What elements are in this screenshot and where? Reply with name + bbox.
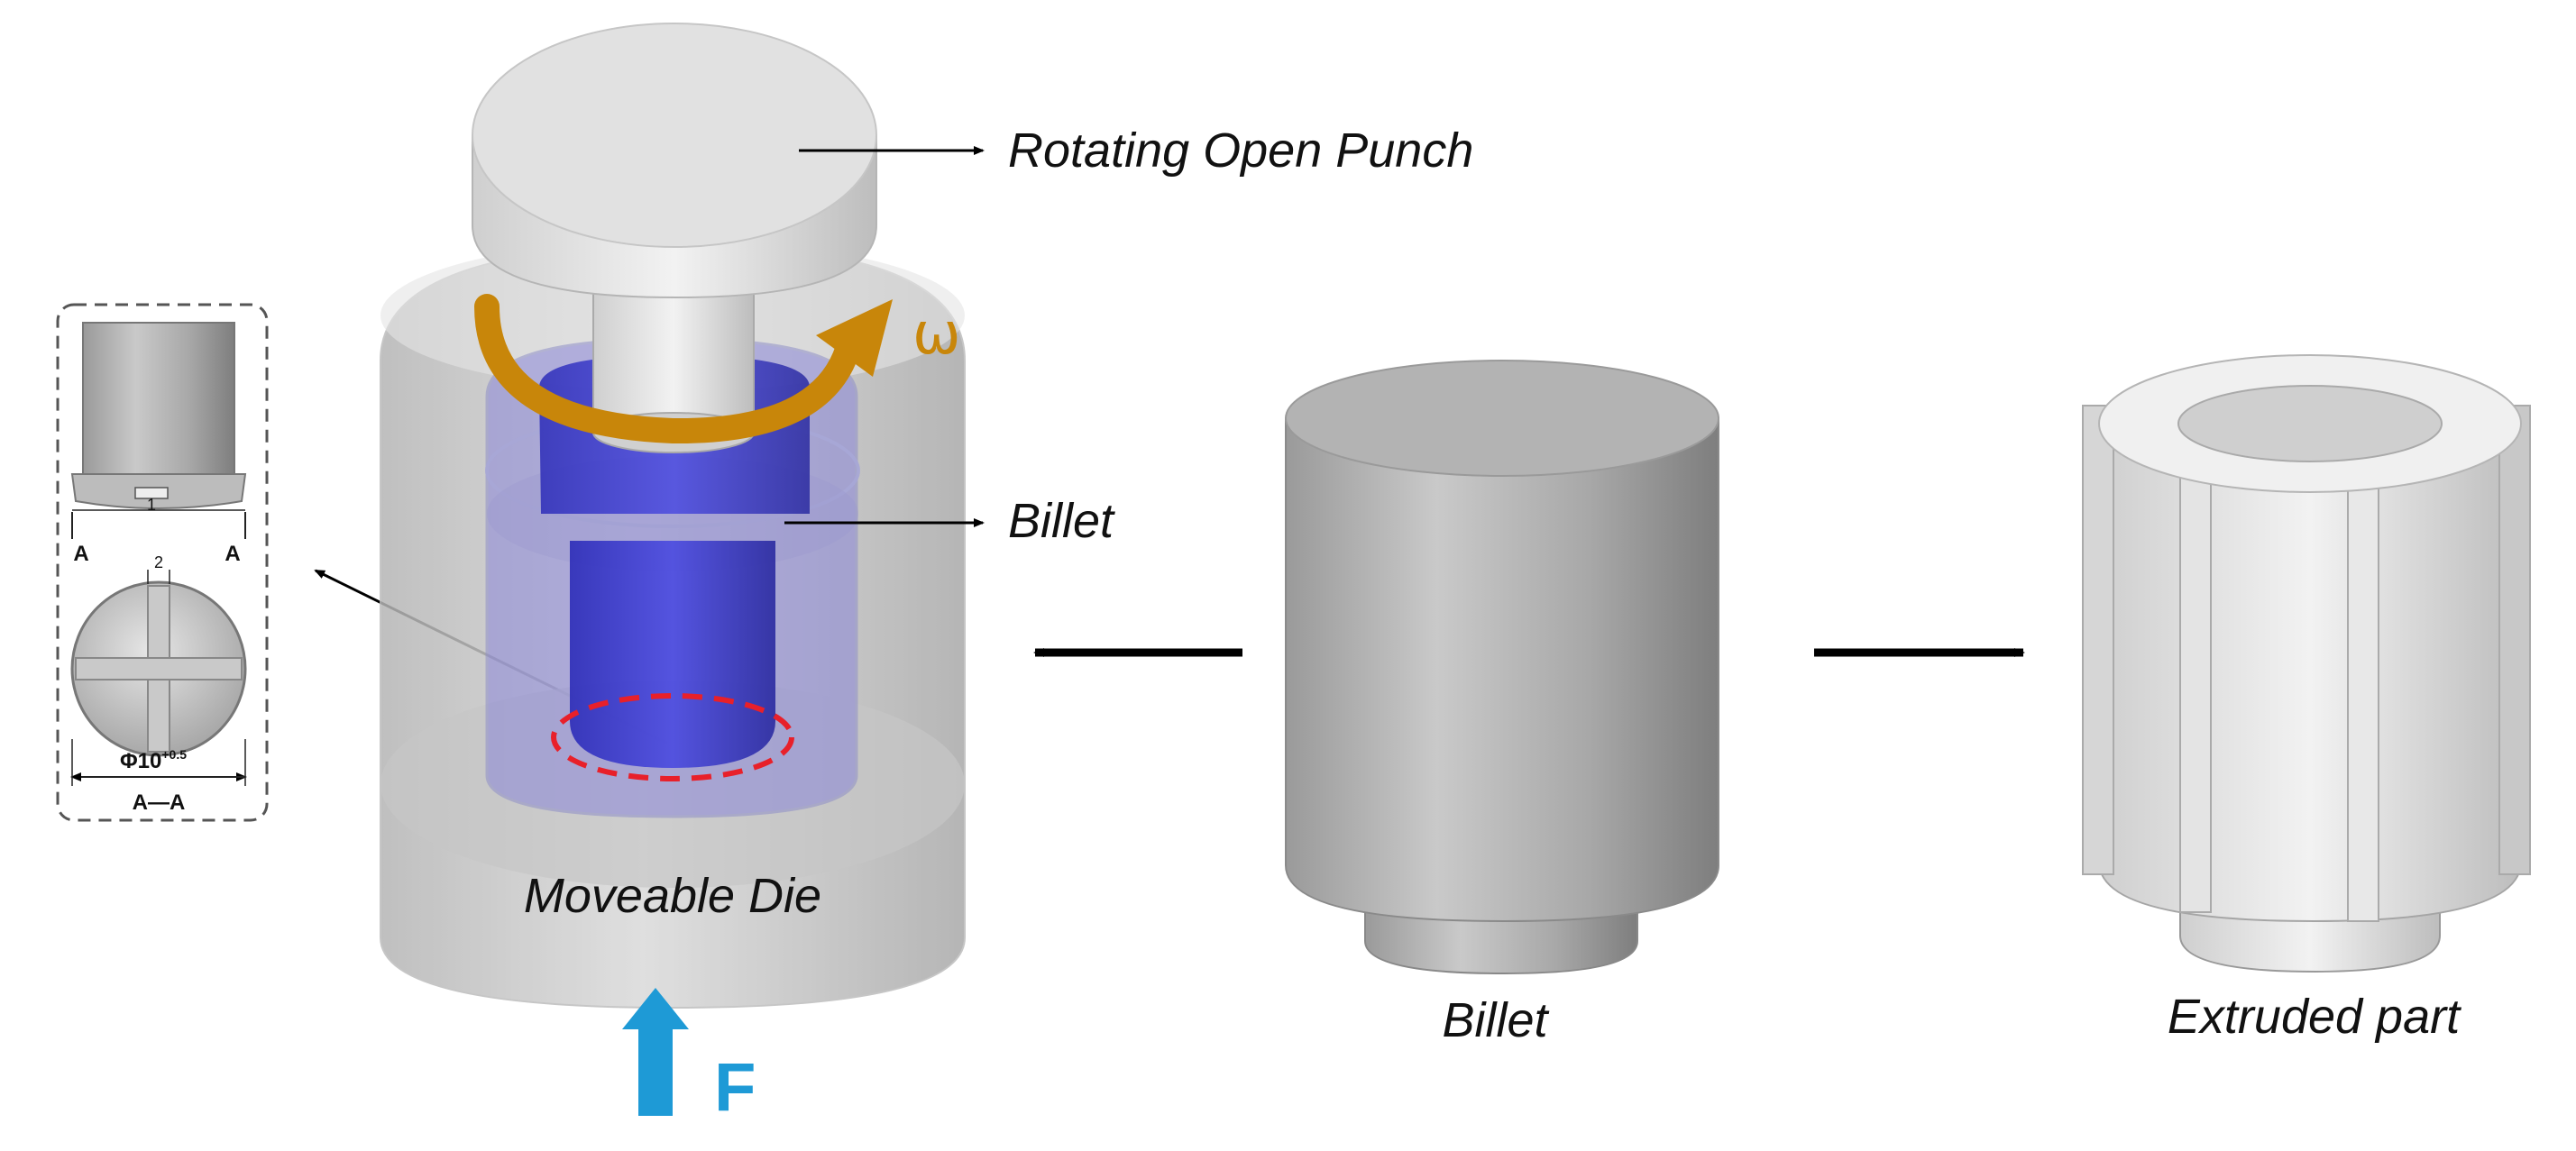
billet-part (1285, 360, 1719, 975)
punch-label: Rotating Open Punch (1008, 123, 1473, 178)
section-mark-left: A (73, 542, 88, 566)
die-assembly: ω (380, 23, 966, 1009)
part-bore (2177, 385, 2443, 462)
billet-inside-label: Billet (1008, 494, 1115, 548)
rib (2082, 405, 2114, 875)
force-label: F (714, 1049, 756, 1126)
section-view-label: A—A (133, 790, 186, 815)
rib (2498, 405, 2531, 875)
dim-2-label: 2 (154, 553, 163, 571)
section-inset: 1 A A 2 Φ10+0.5 A—A (56, 303, 269, 822)
rotating-open-punch (472, 23, 877, 299)
rotation-arrow (474, 294, 860, 444)
extruded-part (2082, 354, 2531, 973)
moveable-die-label: Moveable Die (524, 869, 821, 923)
section-mark-right: A (225, 542, 240, 566)
force-arrow (622, 988, 689, 1116)
diameter-label: Φ10+0.5 (120, 747, 187, 773)
extruded-part-label: Extruded part (2168, 990, 2461, 1044)
billet-label: Billet (1442, 993, 1549, 1047)
rib (2179, 450, 2212, 913)
rib (2347, 459, 2379, 922)
inset-section-view: 2 Φ10+0.5 A—A (70, 553, 247, 815)
omega-label: ω (912, 301, 961, 368)
inset-side-view: 1 A A (70, 322, 247, 566)
dim-1-label: 1 (147, 496, 156, 514)
rotation-arrowhead (816, 299, 893, 377)
highlight-ring (551, 693, 794, 781)
